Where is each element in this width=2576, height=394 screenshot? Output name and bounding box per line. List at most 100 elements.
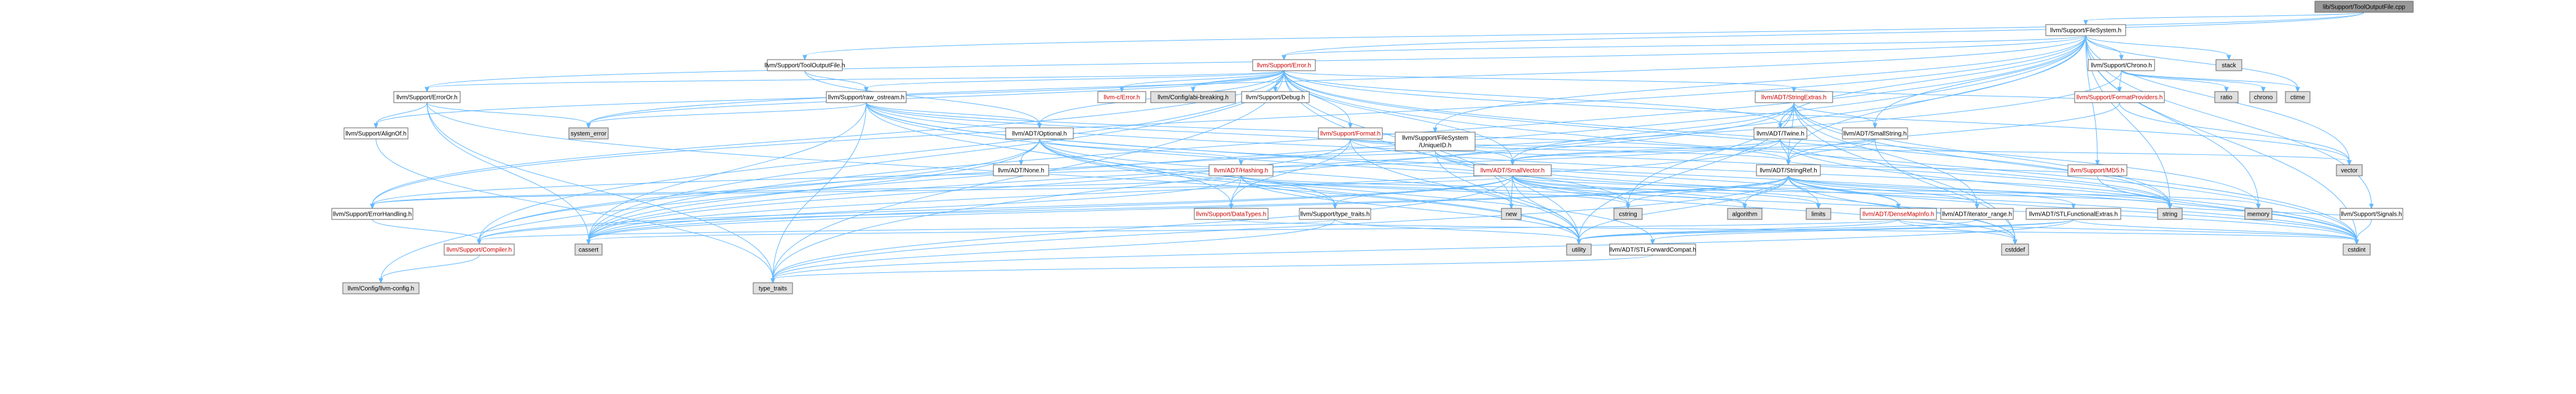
edge-error-to-erroror [425,70,1285,93]
node-box [753,282,793,294]
edge-layer [370,12,2374,284]
node-box [393,91,461,103]
node-twine[interactable]: llvm/ADT/Twine.h [1753,127,1807,140]
node-box [2285,91,2311,103]
node-label: llvm/Support/Debug.h [1246,95,1305,101]
node-box [1806,208,1831,220]
node-box [2215,59,2242,71]
node-optional[interactable]: llvm/ADT/Optional.h [1005,127,1074,140]
node-box [993,164,1049,176]
node-label: llvm/ADT/Twine.h [1756,131,1804,138]
node-string: string [2157,208,2183,220]
node-stringref[interactable]: llvm/ADT/StringRef.h [1756,164,1821,176]
edge-filesystem-to-stack [2085,35,2231,61]
node-errorh[interactable]: llvm-c/Error.h [1097,91,1146,103]
edge-errorhandling-to-compiler [372,219,482,245]
node-box [331,208,413,220]
node-memory: memory [2244,208,2273,220]
node-box [1755,91,1833,103]
node-box [2074,91,2165,103]
node-densemapinfo[interactable]: llvm/ADT/DenseMapInfo.h [1860,208,1937,220]
node-label: llvm/Support/raw_ostream.h [828,95,905,101]
node-none[interactable]: llvm/ADT/None.h [993,164,1049,176]
node-chrono_h[interactable]: llvm/Support/Chrono.h [2088,59,2155,71]
edge-filesystem-to-twine [1778,35,2086,129]
edge-type_traits_h-to-utility [1334,219,1581,245]
node-formatproviders[interactable]: llvm/Support/FormatProviders.h [2074,91,2165,103]
node-box [1299,208,1371,220]
edge-smallvector-to-errorhandling [370,175,1513,210]
edge-datatypes-to-cstdint [1231,219,2359,245]
node-stringextras[interactable]: llvm/ADT/StringExtras.h [1755,91,1833,103]
edge-stringextras-to-smallstring [1793,102,1877,129]
node-layer: lib/Support/ToolOutputFile.cppllvm/Suppo… [331,1,2414,294]
node-box [342,282,420,294]
node-ratio: ratio [2214,91,2239,103]
node-label: ratio [2220,95,2233,101]
node-error[interactable]: llvm/Support/Error.h [1252,59,1316,71]
node-algorithm: algorithm [1727,208,1763,220]
node-box [343,127,409,140]
node-iterator_range[interactable]: llvm/ADT/iterator_range.h [1940,208,2014,220]
node-tooloutputfile[interactable]: llvm/Support/ToolOutputFile.h [764,59,845,71]
node-erroror[interactable]: llvm/Support/ErrorOr.h [393,91,461,103]
edge-fsuniqueid-to-densemapinfo [1435,150,1901,210]
node-box [1842,127,1908,140]
node-label: llvm/Support/Format.h [1320,131,1380,138]
node-box [2336,164,2363,176]
node-label: cstring [1619,211,1637,218]
node-box [2214,91,2239,103]
node-box [568,127,609,140]
node-signals[interactable]: llvm/Support/Signals.h [2339,208,2403,220]
node-smallstring[interactable]: llvm/ADT/SmallString.h [1842,127,1908,140]
node-stlfunctional[interactable]: llvm/ADT/STLFunctionalExtras.h [2026,208,2121,220]
node-label: cassert [579,247,598,254]
node-box [1609,243,1696,256]
edge-raw_ostream-to-cassert [586,102,867,245]
node-fsuniqueid[interactable]: llvm/Support/FileSystem/UniqueID.h [1395,132,1476,151]
node-chrono: chrono [2249,91,2277,103]
node-raw_ostream[interactable]: llvm/Support/raw_ostream.h [826,91,907,103]
node-hashing[interactable]: llvm/ADT/Hashing.h [1208,164,1274,176]
node-label: llvm/Config/abi-breaking.h [1157,95,1229,101]
edge-filesystem-to-smallstring [1873,35,2086,129]
edge-stringref-to-limits [1788,175,1821,210]
node-box [1473,164,1552,176]
node-box [1208,164,1274,176]
node-filesystem[interactable]: llvm/Support/FileSystem.h [2045,24,2126,36]
node-label: vector [2341,168,2358,175]
node-label: /UniqueID.h [1419,143,1452,149]
node-errorhandling[interactable]: llvm/Support/ErrorHandling.h [331,208,413,220]
node-box [1756,164,1821,176]
node-datatypes[interactable]: llvm/Support/DataTypes.h [1194,208,1269,220]
edge-stlforward-to-type_traits [770,254,1653,284]
node-label: string [2163,211,2177,218]
node-smallvector[interactable]: llvm/ADT/SmallVector.h [1473,164,1552,176]
node-debug[interactable]: llvm/Support/Debug.h [1241,91,1310,103]
node-label: llvm/Support/type_traits.h [1301,211,1370,218]
edge-stringextras-to-twine [1778,102,1795,129]
node-label: llvm/Support/FileSystem [1402,135,1468,142]
node-compiler[interactable]: llvm/Support/Compiler.h [444,243,515,256]
edge-stringref-to-type_traits [770,175,1789,284]
node-box [1727,208,1763,220]
node-box [1501,208,1522,220]
node-format[interactable]: llvm/Support/Format.h [1318,127,1383,140]
node-label: llvm/ADT/Optional.h [1012,131,1067,138]
node-box [1005,127,1074,140]
node-label: llvm/ADT/iterator_range.h [1942,211,2012,218]
node-md5[interactable]: llvm/Support/MD5.h [2067,164,2128,176]
node-box [1318,127,1383,140]
node-box [2343,243,2371,256]
edge-format-to-cassert [586,138,1351,245]
node-stlforward[interactable]: llvm/ADT/STLForwardCompat.h [1609,243,1696,256]
node-box [2045,24,2126,36]
node-alignof[interactable]: llvm/Support/AlignOf.h [343,127,409,140]
node-type_traits_h[interactable]: llvm/Support/type_traits.h [1299,208,1371,220]
edge-chrono_h-to-chrono [2121,70,2266,93]
node-label: llvm/ADT/STLFunctionalExtras.h [2029,211,2118,218]
node-box [2314,1,2414,13]
node-label: llvm/Support/DataTypes.h [1196,211,1267,218]
node-label: llvm/Support/ToolOutputFile.h [764,63,845,69]
